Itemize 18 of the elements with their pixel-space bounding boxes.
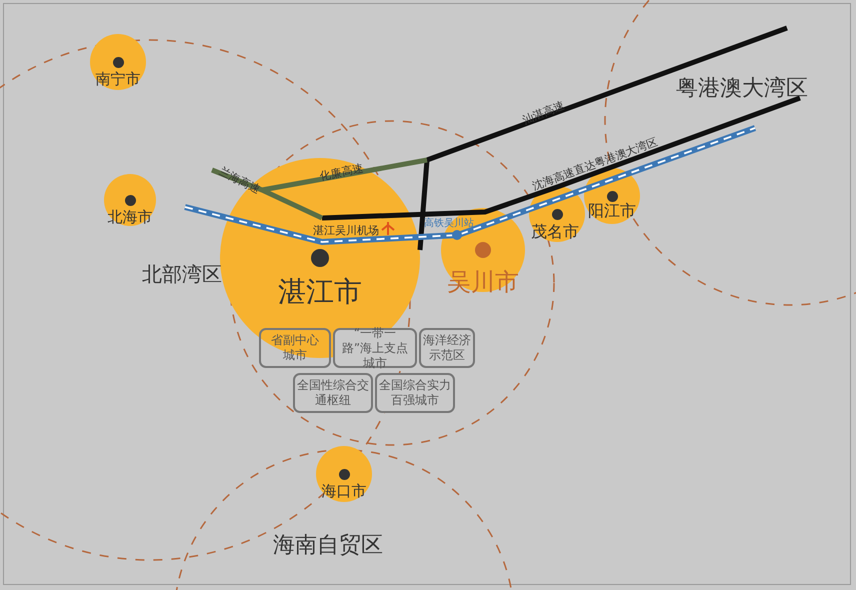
region-name: 海南自贸区 [273,532,383,560]
road-name: 沈海高速直达粤港澳大湾区 [530,134,660,194]
city-name: 阳江市 [588,200,636,222]
city-circle [104,174,156,226]
title-tag: 全国性综合交通枢纽 [293,373,373,413]
road-name: 汕湛高速 [520,98,567,128]
title-tag: 海洋经济示范区 [419,328,475,368]
title-tag: “一带一路”海上支点城市 [333,328,417,368]
road-name: 兰海高速 [216,164,263,198]
region-name: 粤港澳大湾区 [676,74,808,103]
road-name: 化廉高速 [318,161,365,184]
city-name: 海口市 [322,482,366,500]
city-circle [316,446,372,502]
title-tag: 全国综合实力百强城市 [375,373,455,413]
city-name: 湛江市 [278,274,362,310]
region-name: 北部湾区 [142,261,222,288]
city-name: 南宁市 [96,70,140,88]
airport-name: 湛江吴川机场 [313,223,379,238]
